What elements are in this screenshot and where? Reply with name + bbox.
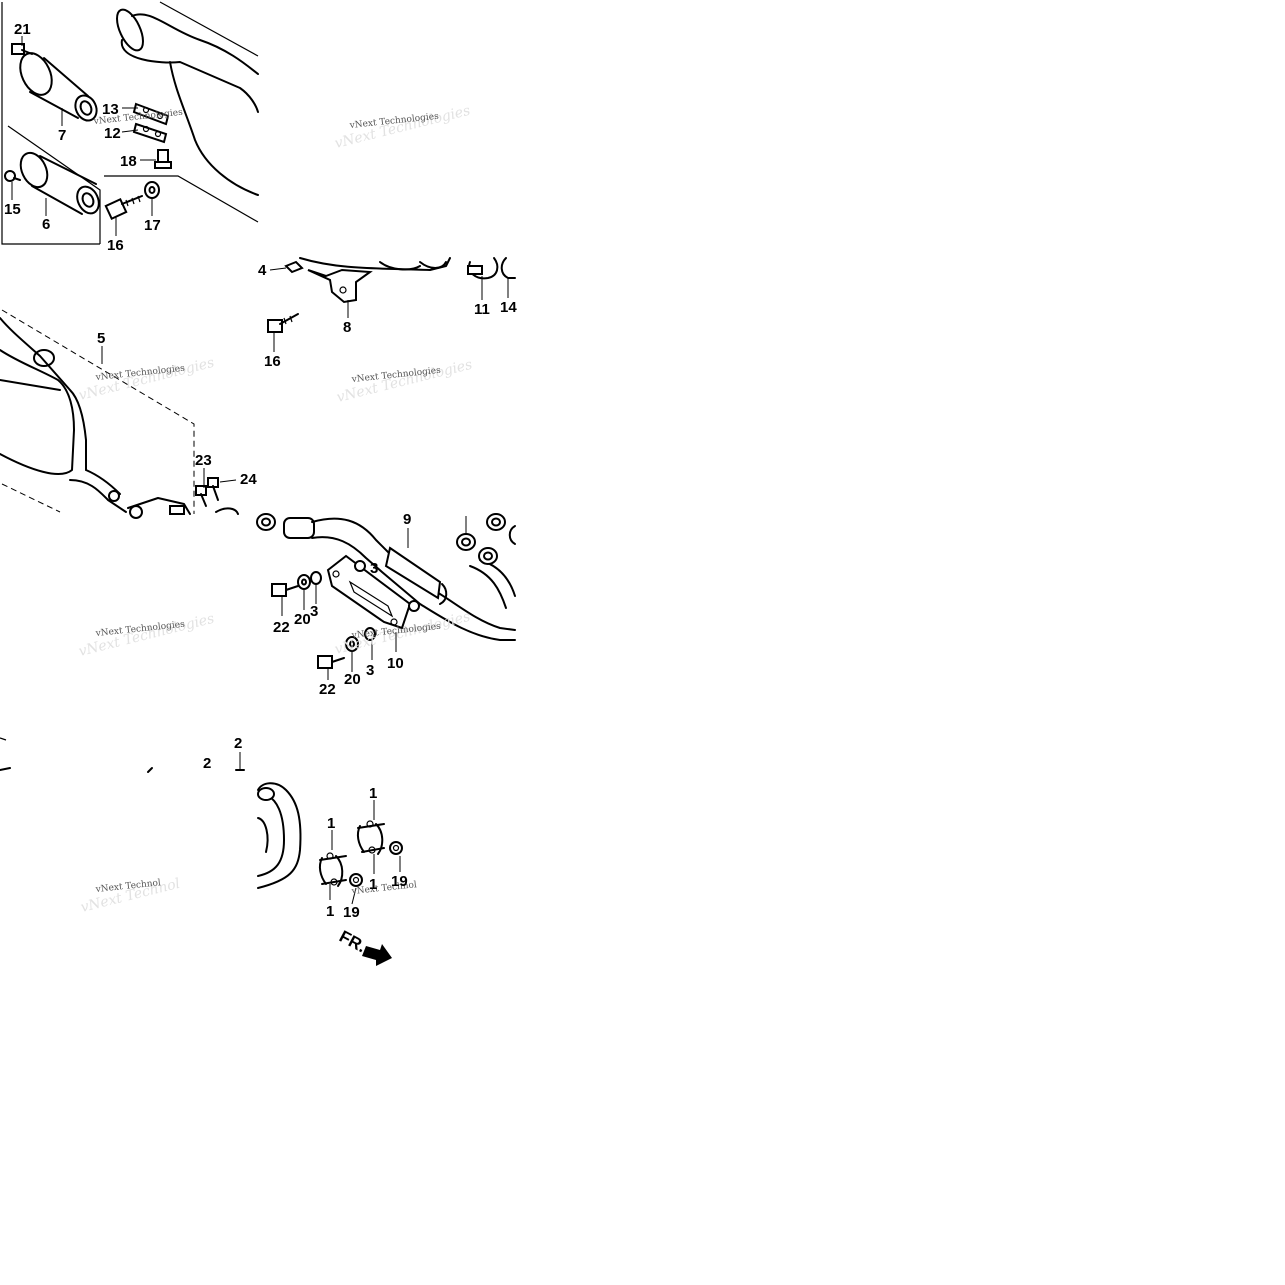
callout-1: 1 (369, 785, 377, 802)
bracket-strip (267, 257, 516, 333)
nut-19a (349, 873, 363, 887)
nut-4 (284, 260, 304, 274)
bolt-23 (195, 485, 207, 507)
callout-9: 9 (403, 511, 411, 528)
callout-3: 3 (366, 662, 374, 679)
callout-16: 16 (107, 237, 124, 254)
callout-2: 2 (203, 755, 211, 772)
callout-8: 8 (343, 319, 351, 336)
callout-11: 11 (474, 301, 490, 318)
bottom-panel (0, 737, 403, 966)
callout-17: 17 (144, 217, 161, 234)
callout-14: 14 (500, 299, 517, 316)
heat-shield-10 (326, 554, 412, 630)
flange-bolt-16a (104, 195, 143, 221)
callout-19: 19 (391, 873, 408, 890)
callout-3: 3 (370, 560, 378, 577)
bracket-8 (307, 268, 373, 304)
callout-21: 21 (14, 21, 31, 38)
callout-3: 3 (310, 603, 318, 620)
clamp-1b (356, 820, 385, 855)
exhaust-bend (257, 782, 302, 889)
bolt-18 (154, 149, 172, 169)
washer-17 (144, 181, 160, 199)
leader-lines (11, 36, 509, 905)
callout-5: 5 (97, 330, 105, 347)
callout-22: 22 (273, 619, 290, 636)
clamp-11 (467, 257, 499, 280)
bolt-22a (271, 583, 299, 597)
callout-16: 16 (264, 353, 281, 370)
bolt-24 (207, 477, 219, 501)
front-direction-indicator (362, 944, 392, 966)
top-panel (1, 1, 259, 245)
muffler-5 (0, 317, 127, 513)
bolt-22b (317, 655, 345, 669)
callout-22: 22 (319, 681, 336, 698)
middle-panel (0, 309, 516, 669)
sleeve-6 (19, 151, 100, 215)
callout-6: 6 (42, 216, 50, 233)
callout-13: 13 (102, 101, 119, 118)
callout-1: 1 (327, 815, 335, 832)
callout-labels: 21 7 13 12 18 15 6 16 17 4 8 11 14 16 5 … (4, 21, 517, 956)
callout-2: 2 (234, 735, 242, 752)
callout-12: 12 (104, 125, 121, 142)
plate-12 (132, 122, 168, 144)
callout-1: 1 (369, 876, 377, 893)
callout-18: 18 (120, 153, 137, 170)
exhaust-pipe-9 (283, 517, 516, 641)
callout-24: 24 (240, 471, 257, 488)
sleeve-7 (19, 52, 98, 122)
pipe-end-14 (500, 257, 516, 279)
nut-19b (389, 841, 403, 855)
callout-1: 1 (326, 903, 334, 920)
flange-bolt-16b (267, 313, 299, 333)
callout-7: 7 (58, 127, 66, 144)
callout-4: 4 (258, 262, 267, 279)
callout-23: 23 (195, 452, 212, 469)
callout-20: 20 (294, 611, 311, 628)
callout-15: 15 (4, 201, 21, 218)
plate-13 (132, 102, 170, 126)
clamp-1a (318, 852, 347, 887)
bolt-21 (11, 43, 33, 55)
screw-15 (4, 170, 21, 182)
callout-10: 10 (387, 655, 404, 672)
callout-20: 20 (344, 671, 361, 688)
callout-19: 19 (343, 904, 360, 921)
